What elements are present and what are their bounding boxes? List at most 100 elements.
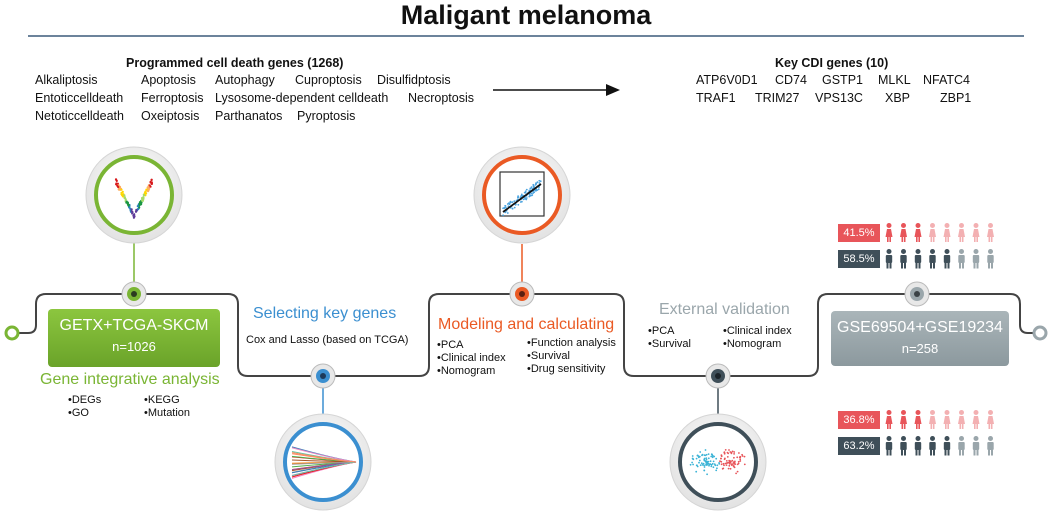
dataset-count: n=1026 xyxy=(112,339,156,354)
volcano-dot xyxy=(131,212,134,215)
pca-dot xyxy=(743,463,746,466)
pca-dot xyxy=(691,461,693,464)
stage-title-external-validation: External validation xyxy=(659,301,790,318)
pca-dot xyxy=(695,470,698,473)
volcano-dot xyxy=(149,185,152,188)
pcd-gene: Entoticcelldeath xyxy=(35,91,124,105)
scatter-dot xyxy=(529,187,532,190)
scatter-dot xyxy=(513,206,516,209)
person-icon xyxy=(900,249,907,269)
person-icon xyxy=(972,436,980,456)
volcano-dot xyxy=(121,194,124,197)
person-icon xyxy=(900,223,907,242)
pca-dot xyxy=(714,464,717,467)
pca-dot xyxy=(725,460,728,462)
pca-dot xyxy=(707,463,710,465)
pca-dot xyxy=(707,457,710,460)
pca-dot xyxy=(733,451,736,453)
pca-dot xyxy=(700,462,703,465)
scatter-dot xyxy=(537,188,540,191)
volcano-dot xyxy=(135,208,138,211)
person-icon xyxy=(929,223,936,242)
pcd-gene: Alkaliptosis xyxy=(35,73,98,87)
scatter-dot xyxy=(528,195,531,198)
key-gene: MLKL xyxy=(878,73,911,87)
pca-dot xyxy=(705,461,708,464)
person-icon xyxy=(914,223,922,242)
volcano-dot xyxy=(141,199,145,202)
female-percent-badge: 41.5% xyxy=(838,224,880,242)
bullet-item: •PCA xyxy=(648,325,675,337)
pca-dot xyxy=(730,460,732,463)
volcano-dot xyxy=(141,196,144,200)
pca-dot xyxy=(726,456,729,458)
bullet-item: •GO xyxy=(68,407,89,419)
person-icon xyxy=(972,410,980,429)
people-row-upper-male xyxy=(885,249,994,269)
key-gene: ZBP1 xyxy=(940,91,972,105)
scatter-dot xyxy=(536,181,539,184)
pca-dot xyxy=(719,460,721,463)
key-gene: VPS13C xyxy=(815,91,863,105)
pca-dot xyxy=(707,453,710,455)
people-row-lower-male xyxy=(885,436,994,456)
volcano-dot xyxy=(136,205,139,208)
volcano-dot xyxy=(134,210,138,213)
volcano-dot xyxy=(149,180,152,184)
scatter-dot xyxy=(531,194,533,197)
person-icon xyxy=(914,410,922,429)
pca-dot xyxy=(728,464,731,467)
people-row-upper-female xyxy=(885,223,994,242)
pca-dot xyxy=(704,449,707,451)
volcano-dot xyxy=(118,185,122,188)
pca-dot xyxy=(720,454,723,457)
dataset-name: GETX+TCGA-SKCM xyxy=(59,317,209,334)
scatter-dot xyxy=(525,188,528,191)
pca-dot xyxy=(727,452,730,455)
volcano-dot xyxy=(144,191,147,194)
scatter-plot-icon xyxy=(473,146,571,244)
scatter-dot xyxy=(521,200,523,203)
pca-dot xyxy=(716,464,719,467)
bullet-item: •KEGG xyxy=(144,394,180,406)
bullet-item: •Survival xyxy=(648,338,691,350)
pca-dot xyxy=(739,456,741,459)
pca-dot xyxy=(712,466,715,469)
volcano-dot xyxy=(150,178,153,182)
person-icon xyxy=(958,223,965,242)
pca-dot xyxy=(728,461,731,464)
scatter-dot xyxy=(517,203,520,206)
pca-dot xyxy=(711,462,714,465)
pca-dot xyxy=(689,463,692,466)
pca-dot xyxy=(699,464,702,467)
pca-dot xyxy=(705,458,708,461)
node-gray xyxy=(904,281,930,307)
scatter-dot xyxy=(513,200,516,203)
pca-dot xyxy=(710,465,713,468)
volcano-dot xyxy=(130,210,133,213)
pca-dot xyxy=(707,460,710,463)
lasso-path xyxy=(291,461,357,465)
pca-dot xyxy=(698,459,701,462)
people-row-lower-female xyxy=(885,410,994,429)
pca-dot xyxy=(724,462,727,465)
pca-dot xyxy=(709,460,712,463)
pca-dot xyxy=(701,454,703,457)
pca-dot xyxy=(739,458,742,461)
scatter-dot xyxy=(523,191,526,194)
flow-line xyxy=(18,293,1034,377)
bullet-list-right: •Clinical index •Nomogram xyxy=(723,325,792,351)
volcano-dot xyxy=(145,188,148,191)
pca-dot xyxy=(697,455,700,457)
pca-dot xyxy=(705,457,708,459)
person-icon xyxy=(914,249,922,269)
key-gene: TRAF1 xyxy=(696,91,736,105)
key-header: Key CDI genes (10) xyxy=(775,56,889,70)
key-gene: NFATC4 xyxy=(923,73,970,87)
pca-dot xyxy=(725,464,728,466)
pcd-gene: Parthanatos xyxy=(215,109,283,123)
volcano-dot xyxy=(130,208,133,211)
pca-dot xyxy=(723,451,726,454)
pca-dot xyxy=(695,457,698,460)
pca-dot xyxy=(732,465,735,468)
